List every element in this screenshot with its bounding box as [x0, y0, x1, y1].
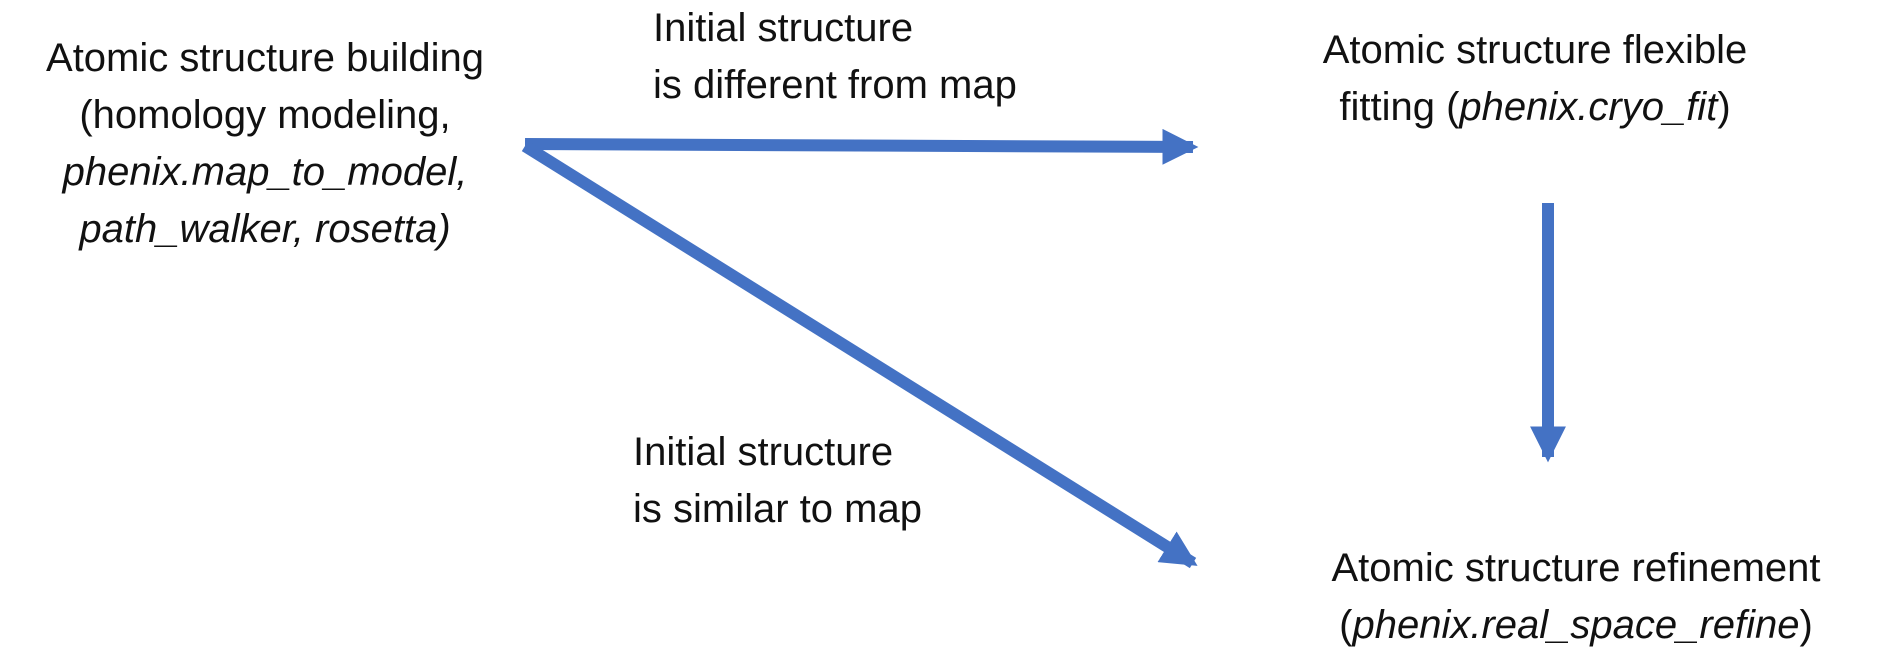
fitting-tool-name: phenix.cryo_fit: [1459, 85, 1718, 129]
condition-label-similar: Initial structure is similar to map: [633, 424, 922, 538]
condition-similar-line-2: is similar to map: [633, 487, 922, 531]
fitting-tool-line: fitting (phenix.cryo_fit): [1255, 79, 1815, 136]
building-tools-line-2: path_walker, rosetta): [79, 207, 451, 251]
refinement-tool-post: ): [1799, 603, 1813, 647]
refinement-tool-name: phenix.real_space_refine: [1352, 603, 1800, 647]
condition-different-line-1: Initial structure: [653, 6, 914, 50]
condition-different-line-2: is different from map: [653, 63, 1017, 107]
fitting-block: Atomic structure flexible fitting (pheni…: [1255, 22, 1815, 136]
building-paren-line: (homology modeling,: [79, 93, 451, 137]
building-title-line: Atomic structure building: [46, 36, 484, 80]
refinement-tool-pre: (: [1339, 603, 1353, 647]
condition-label-different: Initial structure is different from map: [653, 0, 1017, 114]
refinement-tool-line: (phenix.real_space_refine): [1268, 597, 1884, 654]
arrow-building-to-refinement: [521, 140, 1198, 569]
fitting-title-line: Atomic structure flexible: [1322, 28, 1748, 72]
refinement-block: Atomic structure refinement (phenix.real…: [1268, 540, 1884, 654]
fitting-tool-pre: fitting (: [1339, 85, 1460, 129]
building-block: Atomic structure building (homology mode…: [0, 30, 530, 258]
fitting-tool-post: ): [1717, 85, 1731, 129]
building-tools-line-1: phenix.map_to_model,: [62, 150, 468, 194]
refinement-title-line: Atomic structure refinement: [1331, 546, 1821, 590]
arrow-building-to-fitting: [524, 128, 1199, 165]
condition-similar-line-1: Initial structure: [633, 430, 894, 474]
